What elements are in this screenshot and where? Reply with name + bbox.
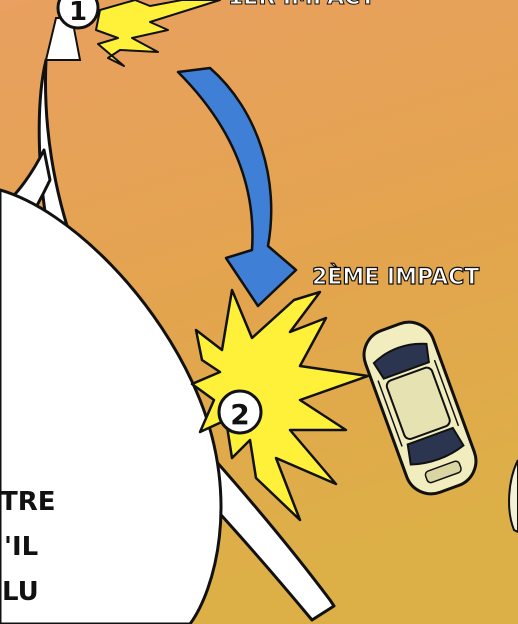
impact-2-marker — [217, 389, 263, 435]
speech-bubble — [0, 188, 223, 624]
impact-2-flash — [190, 288, 370, 522]
impact-1-marker — [56, 0, 100, 30]
speech-line-3: LU — [2, 577, 39, 607]
impact-2-number: 2 — [230, 398, 249, 431]
speech-line-1: TRE — [0, 487, 56, 517]
impact-1-label: 1ER IMPACT — [228, 0, 375, 10]
right-edge-object — [508, 459, 518, 534]
car — [362, 320, 478, 496]
trajectory-arrow — [176, 66, 298, 308]
impact-1-flash — [95, 0, 221, 67]
impact-2-label: 2ÈME IMPACT — [312, 264, 479, 290]
impact-1-number: 1 — [69, 0, 87, 27]
speech-line-2: 'IL — [4, 532, 38, 562]
